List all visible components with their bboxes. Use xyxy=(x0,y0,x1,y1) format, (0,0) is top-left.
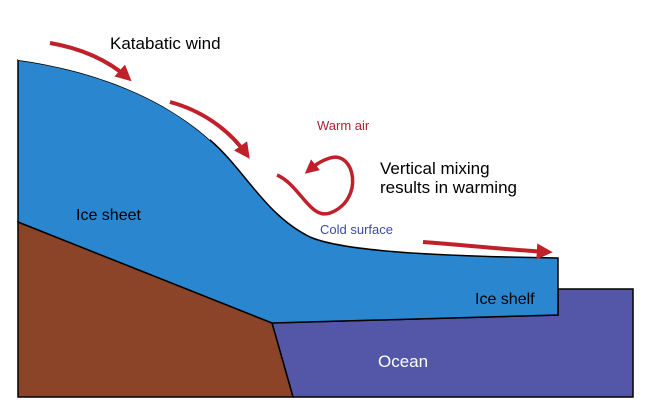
ice-sheet-label: Ice sheet xyxy=(76,207,141,224)
ocean-label: Ocean xyxy=(378,352,428,371)
vertical-mixing-label-line1: Vertical mixing xyxy=(380,159,490,178)
katabatic-wind-label: Katabatic wind xyxy=(110,34,221,53)
katabatic-wind-arrow-1 xyxy=(49,41,132,82)
ice-shelf-label: Ice shelf xyxy=(475,291,535,308)
cold-surface-label: Cold surface xyxy=(320,222,393,237)
katabatic-wind-arrow-2 xyxy=(169,100,250,159)
surface-wind-arrow xyxy=(422,240,553,260)
warm-air-label: Warm air xyxy=(317,118,370,133)
vertical-mixing-label-line2: results in warming xyxy=(380,178,517,197)
vertical-mixing-arrow xyxy=(276,155,355,216)
